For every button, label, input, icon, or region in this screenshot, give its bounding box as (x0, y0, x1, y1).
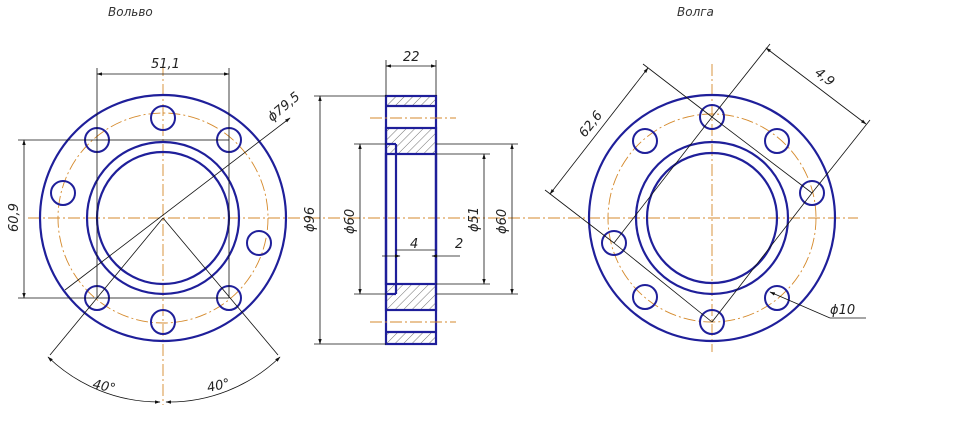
dim-inner-right-diameter: ϕ60 (495, 209, 510, 234)
title-volga: Волга (677, 5, 714, 19)
dim-step-2: 2 (455, 237, 463, 252)
extension-line (642, 63, 713, 118)
hatch-top-flange (386, 96, 436, 106)
extension-line (544, 189, 615, 244)
section-view: 22 ϕ96 ϕ60 ϕ51 ϕ60 4 2 (303, 50, 518, 346)
right-bolt-hole (764, 128, 790, 154)
right-flange-view: 62,6 4,9 ϕ10 (544, 43, 871, 352)
left-bolt-hole (50, 180, 76, 206)
dim-inner-left-diameter: ϕ60 (343, 209, 358, 234)
hatch-upper-body (386, 128, 436, 154)
dim-width-between-holes: 51,1 (151, 57, 180, 72)
right-bolt-hole (632, 284, 658, 310)
dimension-line (765, 47, 867, 125)
angle-ray (162, 217, 279, 356)
dimension-line (549, 67, 649, 195)
right-bolt-hole (699, 309, 725, 335)
section-body (384, 126, 438, 312)
left-bolt-hole (246, 230, 272, 256)
hole-leader (769, 291, 831, 319)
right-inner-ring (634, 140, 790, 296)
dim-outer-diameter: ϕ96 (303, 207, 318, 232)
dim-diagonal-distance: 62,6 (576, 108, 606, 140)
right-bolt-hole (632, 128, 658, 154)
construction-line (711, 116, 813, 194)
title-volvo: Вольво (108, 5, 153, 19)
construction-line (613, 116, 713, 244)
dim-angle-left: 40° (91, 377, 117, 396)
left-flange-view: 51,1 60,9 ϕ79,5 40° 40° (7, 57, 303, 405)
extension-line (811, 119, 871, 194)
angle-arc-right (165, 356, 281, 404)
left-bolt-circle (57, 112, 269, 324)
dim-hole-diameter: ϕ10 (830, 303, 855, 318)
dim-hole-spacing: 4,9 (812, 65, 838, 90)
right-bore (645, 151, 779, 285)
dim-height-between-holes: 60,9 (7, 203, 22, 232)
right-bolt-hole (764, 285, 790, 311)
dim-bolt-circle: ϕ79,5 (265, 89, 303, 125)
right-bolt-hole (699, 104, 725, 130)
construction-line (711, 192, 813, 323)
left-hole-rectangle (96, 139, 230, 299)
bolt-circle-leader (64, 117, 291, 291)
extension-line (711, 43, 771, 118)
angle-arc-left (47, 356, 161, 404)
dim-step-4: 4 (410, 237, 418, 252)
right-bolt-hole (601, 230, 627, 256)
hatch-bottom-flange (386, 332, 436, 344)
left-outer-rim (38, 93, 288, 343)
right-outer-rim (587, 93, 837, 343)
left-inner-ring (85, 140, 241, 296)
dim-angle-right: 40° (206, 376, 232, 395)
section-bore (384, 152, 438, 286)
right-bolt-hole (799, 180, 825, 206)
left-bolt-hole (150, 309, 176, 335)
angle-ray (49, 217, 164, 356)
hatch-lower-body (386, 284, 436, 310)
dim-bore-diameter: ϕ51 (467, 207, 482, 232)
dim-thickness: 22 (403, 50, 420, 65)
construction-line (613, 242, 713, 323)
left-bolt-hole (150, 105, 176, 131)
